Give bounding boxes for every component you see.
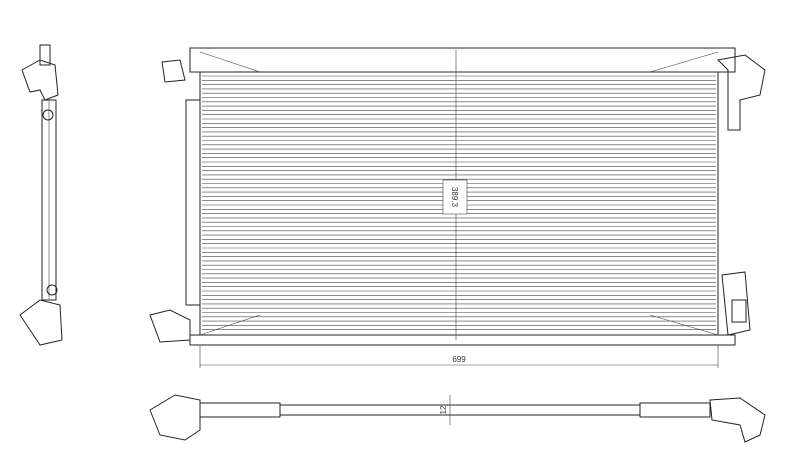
front-view: 389.3 699 [149, 47, 766, 368]
side-view [19, 44, 63, 346]
height-dimension: 389.3 [450, 187, 459, 208]
width-dimension: 699 [452, 355, 466, 364]
bottom-view: 12 [149, 394, 766, 443]
thickness-dimension: 12 [439, 405, 448, 414]
